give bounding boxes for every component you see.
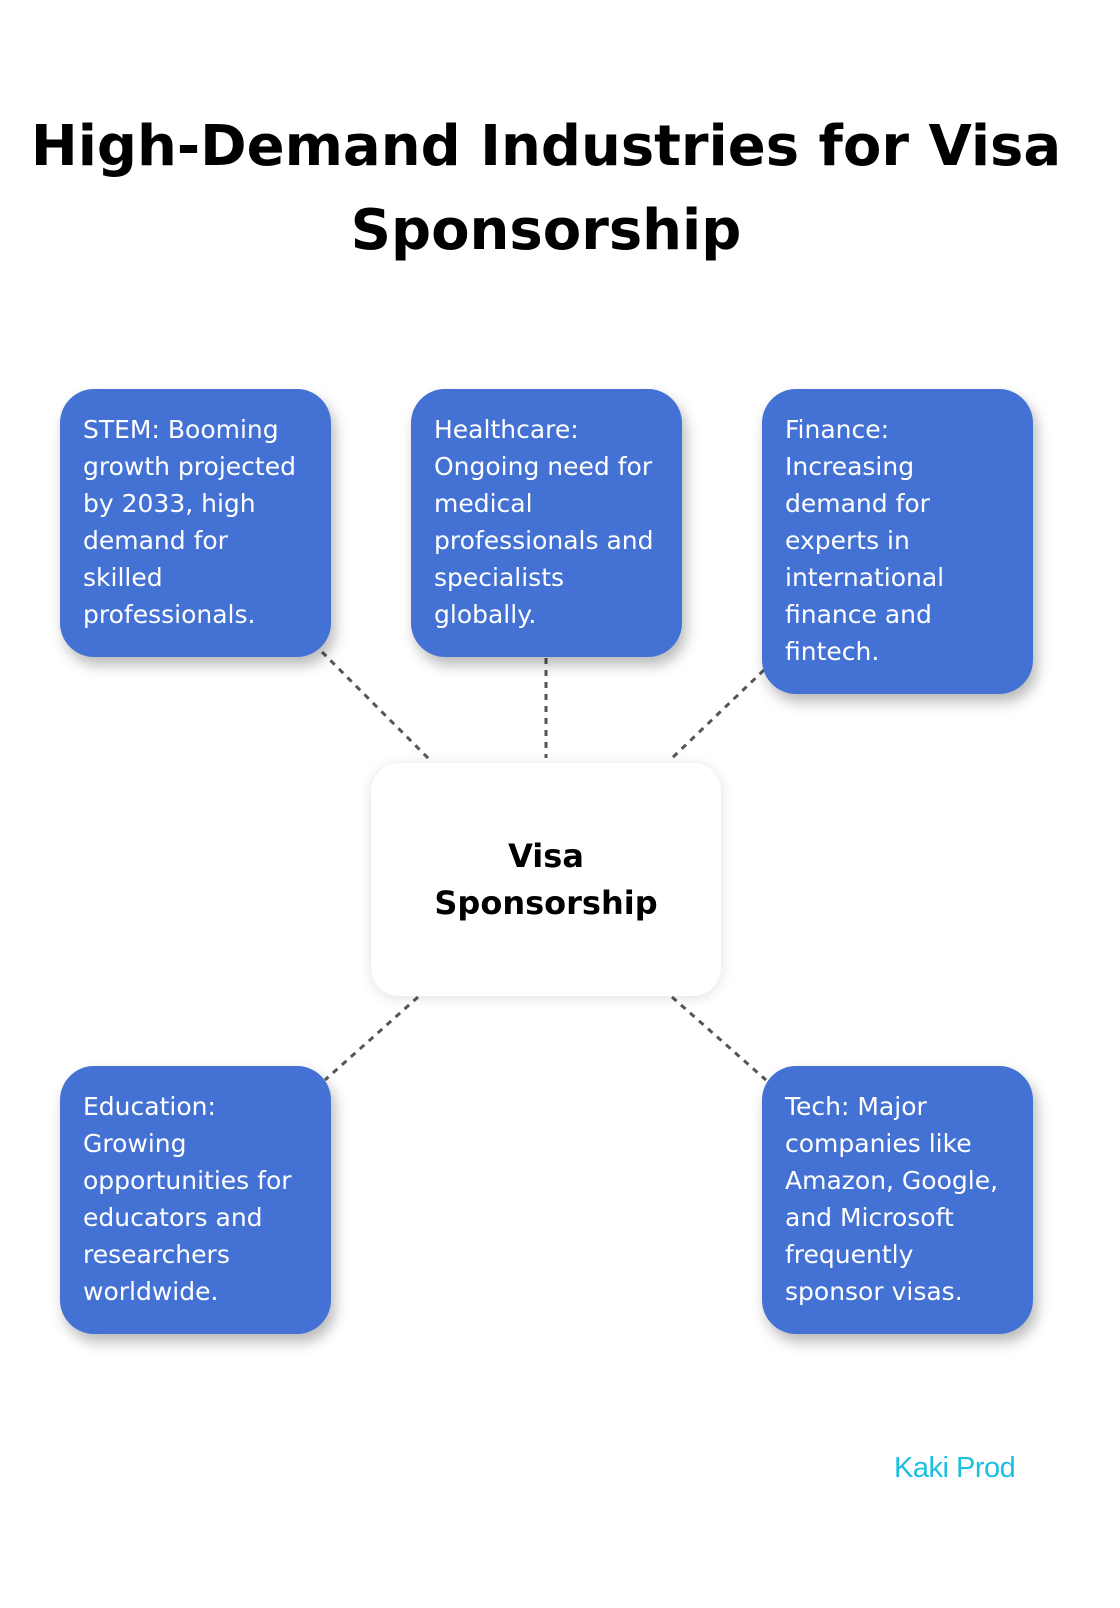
node-education: Education: Growing opportunities for edu… bbox=[60, 1066, 331, 1334]
node-finance: Finance: Increasing demand for experts i… bbox=[762, 389, 1033, 694]
node-tech: Tech: Major companies like Amazon, Googl… bbox=[762, 1066, 1033, 1334]
connector-stem bbox=[320, 650, 434, 764]
node-healthcare: Healthcare: Ongoing need for medical pro… bbox=[411, 389, 682, 657]
node-stem: STEM: Booming growth projected by 2033, … bbox=[60, 389, 331, 657]
center-node: Visa Sponsorship bbox=[371, 763, 721, 996]
connector-finance bbox=[668, 668, 766, 762]
brand-logo: Kaki Prod bbox=[894, 1452, 1016, 1484]
connector-tech bbox=[671, 995, 767, 1082]
connector-education bbox=[324, 995, 419, 1082]
center-label: Visa Sponsorship bbox=[434, 836, 658, 922]
diagram-title: High-Demand Industries for Visa Sponsors… bbox=[30, 114, 1062, 263]
